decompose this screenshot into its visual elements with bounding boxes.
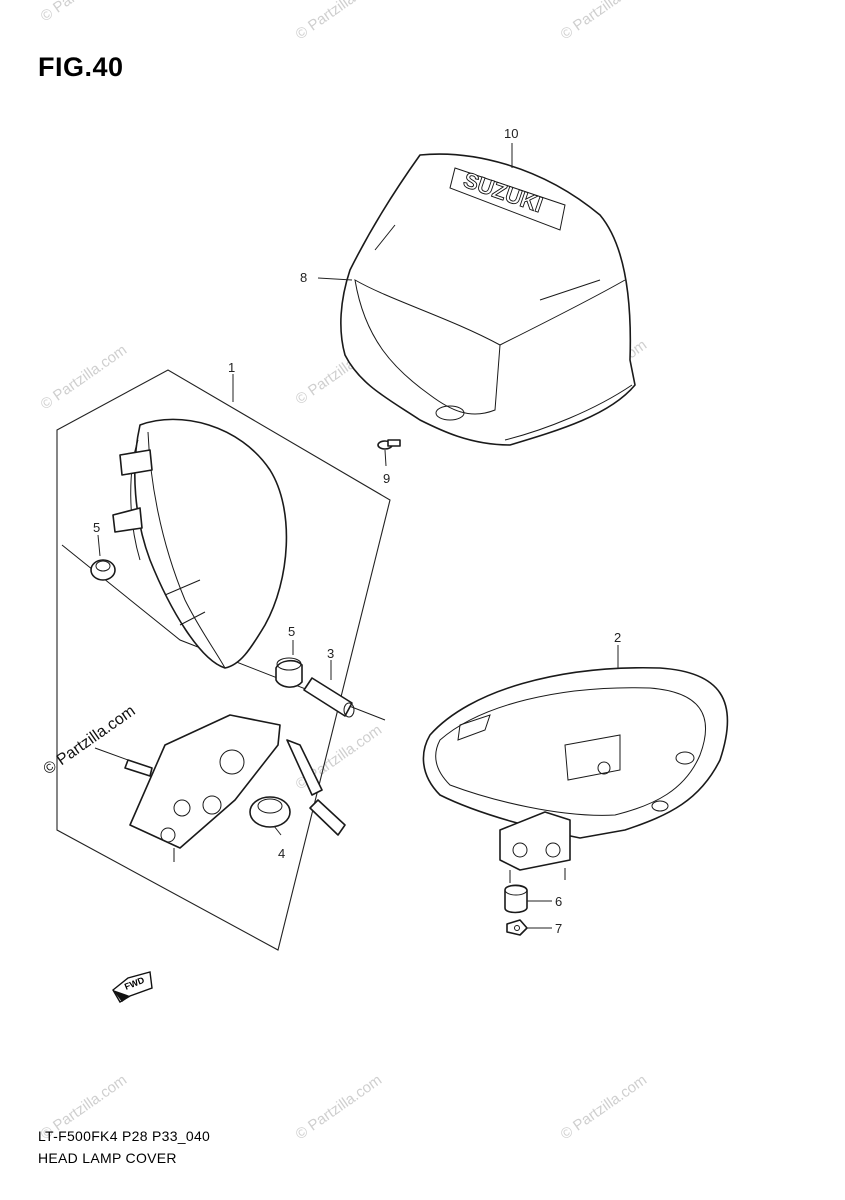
callout-3: 3 [327, 646, 334, 661]
nut-7 [506, 919, 528, 936]
grommet-5-right [275, 657, 303, 688]
watermark-dark: © Partzilla.com [41, 703, 139, 779]
watermarks: © Partzilla.com © Partzilla.com © Partzi… [38, 0, 651, 1143]
callout-1: 1 [228, 360, 235, 375]
headlamp-housing [112, 418, 288, 669]
watermark: © Partzilla.com [293, 0, 386, 43]
callout-6: 6 [555, 894, 562, 909]
callout-8: 8 [300, 270, 307, 285]
watermark: © Partzilla.com [558, 0, 651, 43]
adjust-bolt-right [286, 739, 346, 836]
watermark: © Partzilla.com [38, 0, 131, 25]
figure-title: FIG.40 [38, 52, 124, 82]
callout-9: 9 [383, 471, 390, 486]
callout-5-right: 5 [288, 624, 295, 639]
callout-4: 4 [278, 846, 285, 861]
callout-2: 2 [614, 630, 621, 645]
footer-name: HEAD LAMP COVER [38, 1150, 177, 1166]
screw-9 [377, 439, 401, 450]
callout-7: 7 [555, 921, 562, 936]
grommet-5-left [90, 559, 116, 581]
watermark: © Partzilla.com [558, 1071, 651, 1143]
fwd-arrow-icon: FWD [112, 971, 153, 1003]
footer-code: LT-F500FK4 P28 P33_040 [38, 1128, 211, 1144]
collar-3 [303, 677, 355, 718]
kit-boundary [56, 369, 391, 951]
headlamp-holder-2 [422, 666, 729, 883]
adjust-bolt-left [94, 747, 153, 777]
cushion-4 [249, 796, 291, 828]
headlamp-bracket [129, 714, 281, 862]
watermark: © Partzilla.com [293, 1071, 386, 1143]
callouts: 10 8 1 9 5 5 3 2 4 6 7 [93, 126, 621, 936]
cushion-6 [504, 884, 528, 914]
watermark: © Partzilla.com [38, 341, 131, 413]
callout-5-left: 5 [93, 520, 100, 535]
leader-lines [97, 143, 619, 929]
headlamp-cover: SUZUKI [340, 153, 636, 446]
callout-10: 10 [504, 126, 518, 141]
